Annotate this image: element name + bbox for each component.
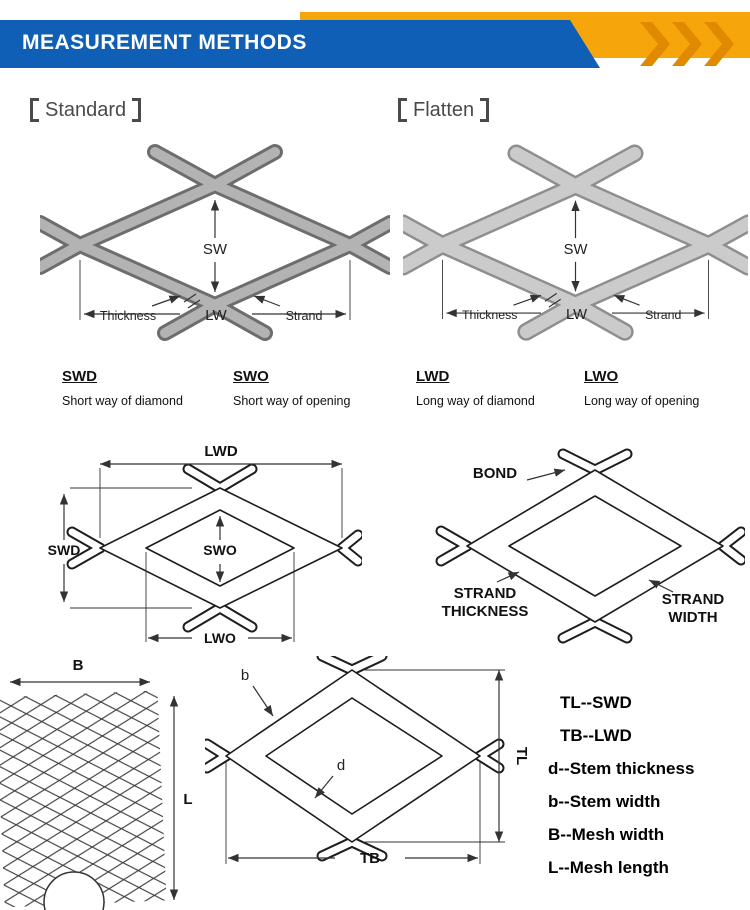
left-bracket xyxy=(398,98,407,122)
lwo-label: LWO xyxy=(204,630,236,646)
sw-label: SW xyxy=(564,242,588,258)
right-bracket xyxy=(480,98,490,122)
mesh-grid-diagram: B L xyxy=(0,657,193,910)
detail-diamond-diagram: b d TL TB xyxy=(205,656,530,867)
swd-label: SWD xyxy=(48,542,81,558)
strand-width-label-1: STRAND xyxy=(662,591,725,608)
strand-width-label-2: WIDTH xyxy=(668,609,717,626)
page-title: MEASUREMENT METHODS xyxy=(22,31,307,54)
definition-lwo: LWO Long way of opening xyxy=(584,368,699,408)
strand-label: Strand xyxy=(645,308,681,322)
term-lwd: LWD xyxy=(416,368,450,385)
desc-swo: Short way of opening xyxy=(233,394,351,408)
mesh-pattern xyxy=(0,690,167,908)
legend-item: TL--SWD xyxy=(560,693,632,712)
tl-label: TL xyxy=(513,747,530,765)
definition-lwd: LWD Long way of diamond xyxy=(416,368,535,408)
chevron-right-icon xyxy=(640,22,734,66)
desc-lwo: Long way of opening xyxy=(584,394,700,408)
flatten-mesh-diagram: SW LW Thickness Strand xyxy=(403,144,748,341)
desc-swd: Short way of diamond xyxy=(62,394,183,408)
standard-label: Standard xyxy=(45,98,127,121)
term-swd: SWD xyxy=(62,368,97,385)
stem-width-label: b xyxy=(241,667,249,684)
term-lwo: LWO xyxy=(584,368,619,385)
sw-label: SW xyxy=(203,241,228,258)
right-bracket xyxy=(132,98,142,122)
mesh-length-label: L xyxy=(183,791,192,808)
desc-lwd: Long way of diamond xyxy=(416,394,535,408)
bond-strand-diagram: BOND STRAND THICKNESS STRAND WIDTH xyxy=(435,448,745,644)
left-bracket xyxy=(30,98,39,122)
strand-thickness-label-1: STRAND xyxy=(454,585,517,602)
term-swo: SWO xyxy=(233,368,269,385)
lw-label: LW xyxy=(566,307,587,323)
section-label-standard: Standard xyxy=(30,98,142,122)
legend-item: L--Mesh length xyxy=(548,858,669,877)
diamond-dimension-diagram: LWD SWD SWO LWO xyxy=(48,443,362,646)
section-label-flatten: Flatten xyxy=(398,98,490,122)
flatten-label: Flatten xyxy=(413,98,475,121)
strand-thickness-label-2: THICKNESS xyxy=(442,603,529,620)
legend: TL--SWD TB--LWD d--Stem thickness b--Ste… xyxy=(548,686,748,884)
tb-label: TB xyxy=(360,850,380,867)
lwd-label: LWD xyxy=(204,443,237,460)
stem-thickness-label: d xyxy=(337,757,345,774)
swo-label: SWO xyxy=(203,542,237,558)
bond-label: BOND xyxy=(473,465,517,482)
detail-circle xyxy=(43,871,105,910)
mesh-width-label: B xyxy=(73,657,84,674)
standard-mesh-diagram: SW LW Thickness Strand xyxy=(40,144,390,341)
lw-label: LW xyxy=(205,307,227,324)
legend-item: b--Stem width xyxy=(548,792,661,811)
thickness-label: Thickness xyxy=(100,309,156,323)
strand-label: Strand xyxy=(286,309,323,323)
header-banner: MEASUREMENT METHODS xyxy=(0,20,600,68)
legend-item: TB--LWD xyxy=(560,726,632,745)
legend-item: d--Stem thickness xyxy=(548,759,695,778)
thickness-label: Thickness xyxy=(462,308,517,322)
definition-swo: SWO Short way of opening xyxy=(233,368,350,408)
legend-item: B--Mesh width xyxy=(548,825,665,844)
definition-swd: SWD Short way of diamond xyxy=(62,368,183,408)
